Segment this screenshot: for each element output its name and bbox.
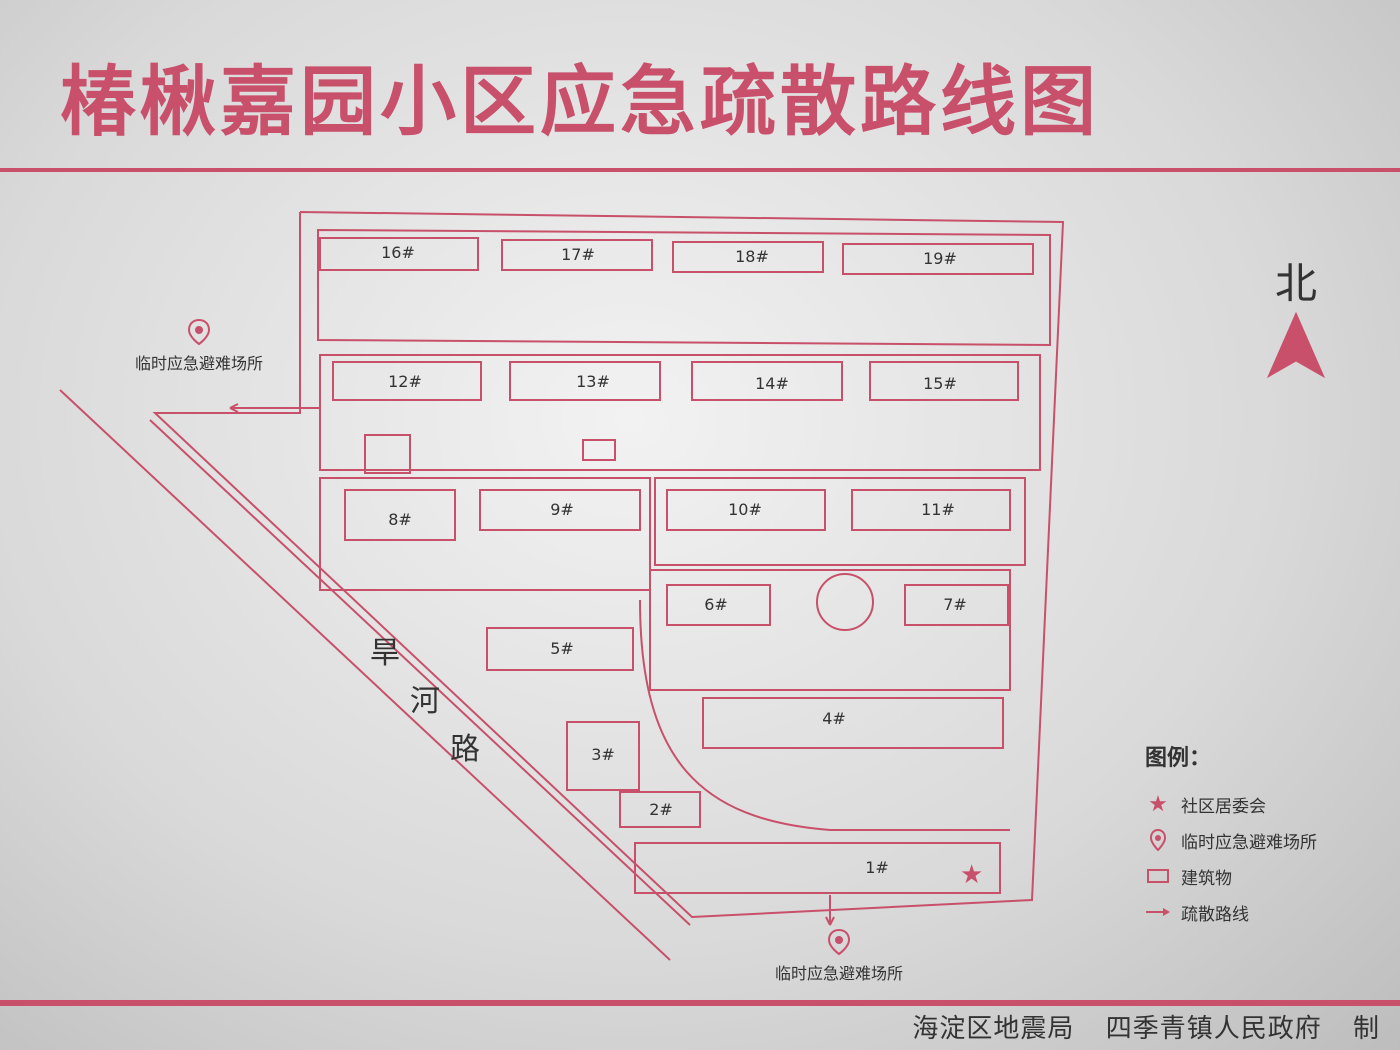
shelter-top-label: 临时应急避难场所 — [135, 354, 264, 373]
building-label: 14# — [755, 374, 789, 393]
building-6 — [666, 584, 771, 626]
legend-label: 疏散路线 — [1181, 904, 1249, 925]
road-edge-east — [149, 419, 691, 926]
building-label: 18# — [735, 247, 769, 266]
building-box-icon — [1145, 865, 1171, 887]
building-label: 19# — [923, 249, 957, 268]
star-icon: ★ — [1148, 791, 1168, 817]
legend-item: 疏散路线 — [1145, 894, 1385, 930]
building-11 — [851, 489, 1011, 531]
location-pin-icon — [827, 928, 851, 956]
north-indicator: 北 — [1264, 250, 1328, 385]
building-8 — [344, 489, 456, 541]
building-10 — [666, 489, 826, 531]
north-label: 北 — [1274, 259, 1317, 308]
evacuation-arrow-south — [825, 895, 835, 926]
building-label: 6# — [704, 595, 728, 614]
building-2 — [619, 791, 701, 828]
internal-road-ring — [319, 477, 651, 591]
building-label: 1# — [865, 858, 889, 877]
legend-item: 建筑物 — [1145, 858, 1385, 894]
building-12 — [332, 361, 482, 401]
roundabout — [816, 573, 874, 631]
location-pin-icon — [1145, 829, 1171, 851]
building-5 — [486, 627, 634, 671]
footer-suffix: 制 — [1352, 1014, 1380, 1044]
internal-road-north — [317, 228, 1051, 347]
building-18 — [672, 241, 824, 273]
map-title: 椿楸嘉园小区应急疏散路线图 — [60, 57, 1100, 146]
legend-label: 临时应急避难场所 — [1181, 832, 1317, 853]
frame-bottom-border — [0, 1000, 1400, 1006]
internal-road-curve — [639, 599, 1010, 831]
arrow-right-icon — [1145, 901, 1171, 923]
building-label: 5# — [550, 639, 574, 658]
road-label-char: 旱 — [370, 636, 400, 671]
legend: 图例： ★ 社区居委会 临时应急避难场所 建筑物 疏散路线 — [1145, 740, 1385, 930]
frame-top-border — [0, 168, 1400, 172]
building-label: 4# — [822, 709, 846, 728]
legend-item: ★ 社区居委会 — [1145, 786, 1385, 822]
building-label: 8# — [388, 510, 412, 529]
building-label: 7# — [943, 595, 967, 614]
footer-issuer-2: 四季青镇人民政府 — [1105, 1014, 1322, 1044]
building-small-a — [364, 434, 411, 474]
legend-item: 临时应急避难场所 — [1145, 822, 1385, 858]
legend-label: 社区居委会 — [1181, 796, 1266, 817]
building-13 — [509, 361, 661, 401]
building-label: 15# — [923, 374, 957, 393]
building-label: 11# — [921, 500, 955, 519]
shelter-bottom-label: 临时应急避难场所 — [775, 964, 904, 983]
building-19 — [842, 243, 1034, 275]
building-label: 10# — [728, 500, 762, 519]
shelter-bottom: 临时应急避难场所 — [775, 928, 903, 984]
building-15 — [869, 361, 1019, 401]
building-16 — [319, 237, 479, 271]
footer: 海淀区地震局 四季青镇人民政府 制 — [890, 1008, 1380, 1045]
building-1 — [634, 842, 1001, 894]
building-label: 9# — [550, 500, 574, 519]
site-boundary — [152, 211, 1065, 919]
building-3 — [566, 721, 640, 791]
footer-issuer-1: 海淀区地震局 — [912, 1014, 1075, 1044]
road-label-char: 河 — [410, 684, 440, 719]
location-pin-icon — [187, 318, 211, 346]
building-17 — [501, 239, 653, 271]
internal-road-south-ring — [649, 569, 1011, 691]
building-label: 3# — [591, 745, 615, 764]
building-label: 13# — [576, 372, 610, 391]
star-icon: ★ — [960, 860, 984, 890]
building-7 — [904, 584, 1009, 626]
building-label: 2# — [649, 800, 673, 819]
internal-road-east — [654, 477, 1026, 566]
building-9 — [479, 489, 641, 531]
road-label: 旱 河 路 — [370, 630, 480, 774]
shelter-top: 临时应急避难场所 — [135, 318, 263, 374]
building-label: 16# — [381, 243, 415, 262]
road-edge-west — [59, 389, 671, 961]
north-arrow-icon — [1266, 311, 1326, 379]
road-label-char: 路 — [450, 732, 480, 767]
building-4 — [702, 697, 1004, 749]
internal-road-middle — [319, 354, 1041, 471]
legend-title: 图例： — [1145, 746, 1212, 771]
building-label: 17# — [561, 245, 595, 264]
building-small-b — [582, 439, 616, 461]
evacuation-arrow-west — [229, 403, 320, 413]
building-14 — [691, 361, 843, 401]
building-label: 12# — [388, 372, 422, 391]
legend-label: 建筑物 — [1181, 868, 1232, 889]
